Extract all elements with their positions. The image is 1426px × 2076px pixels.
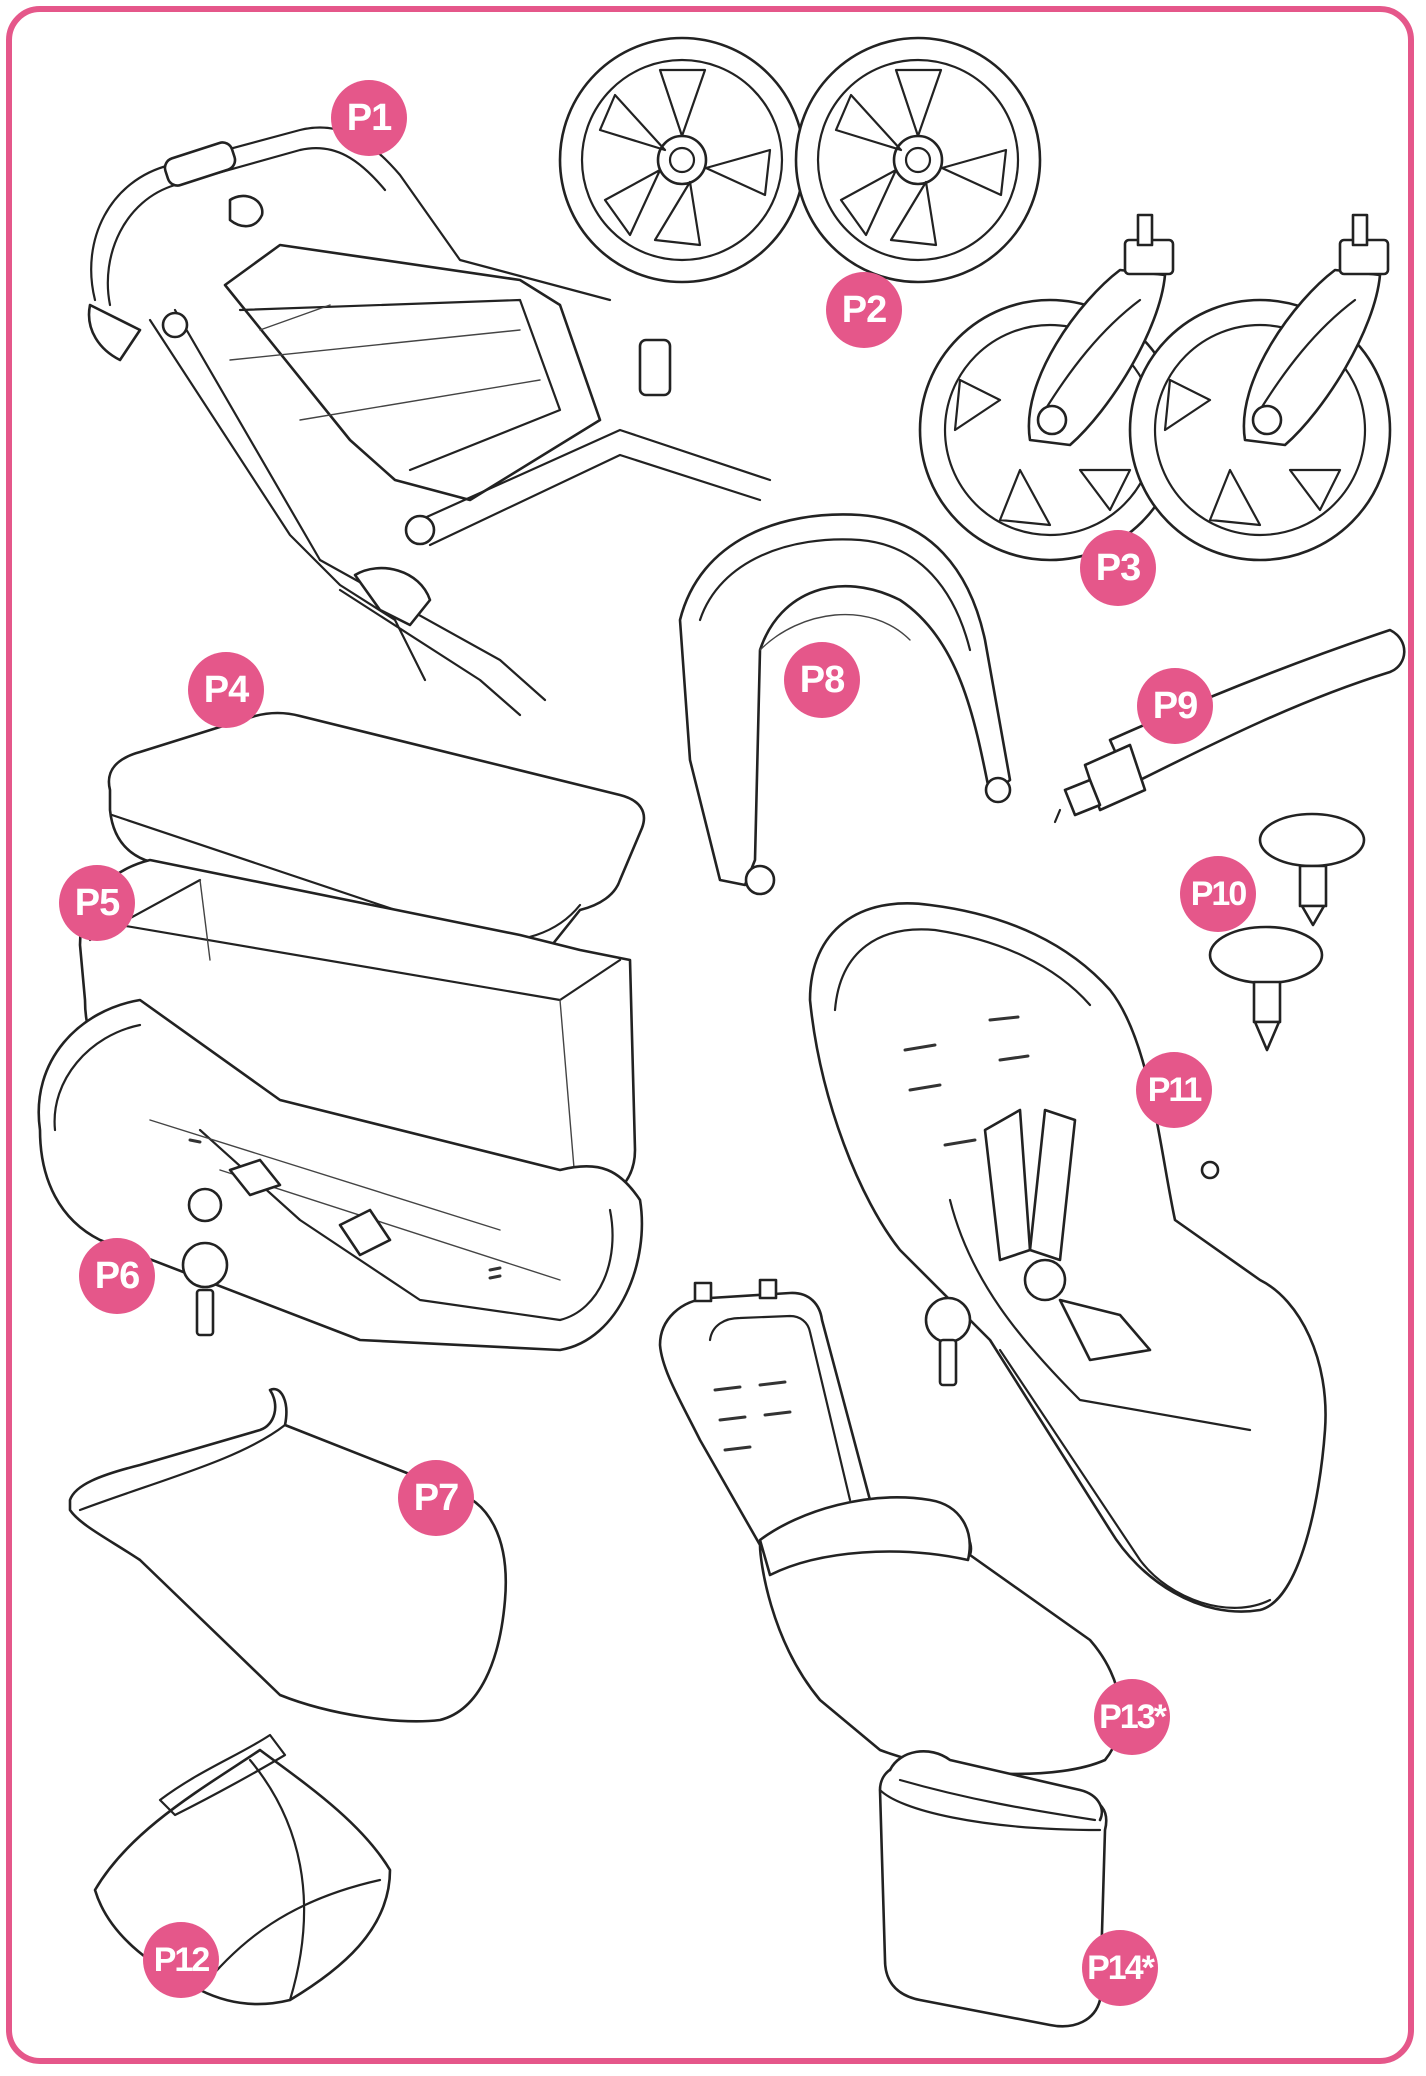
rear-wheels-icon bbox=[558, 36, 1042, 284]
part-label-p7: P7 bbox=[398, 1460, 474, 1536]
part-label-p10: P10 bbox=[1180, 856, 1256, 932]
stroller-chassis-icon bbox=[87, 126, 772, 717]
part-label-p9: P9 bbox=[1137, 668, 1213, 744]
part-label-p12: P12 bbox=[143, 1922, 219, 1998]
seat-adapters-icon bbox=[1208, 812, 1366, 1052]
part-label-p13: P13* bbox=[1094, 1679, 1170, 1755]
storage-bag-icon bbox=[93, 1733, 392, 2006]
canopy-hood-icon bbox=[678, 513, 1012, 896]
part-label-p14: P14* bbox=[1082, 1930, 1158, 2006]
bumper-bar-icon bbox=[1053, 628, 1406, 824]
part-label-p6: P6 bbox=[79, 1238, 155, 1314]
carrycot-frame-icon bbox=[37, 998, 644, 1352]
part-label-p3: P3 bbox=[1080, 530, 1156, 606]
part-label-p1: P1 bbox=[331, 80, 407, 156]
apron-cover-icon bbox=[68, 1387, 508, 1723]
front-swivel-wheels-icon bbox=[918, 213, 1392, 562]
part-label-p11: P11 bbox=[1136, 1052, 1212, 1128]
seat-liner-footmuff-icon bbox=[658, 1278, 1122, 1776]
part-label-p4: P4 bbox=[188, 652, 264, 728]
part-label-p5: P5 bbox=[59, 865, 135, 941]
part-label-p2: P2 bbox=[826, 272, 902, 348]
changing-bag-icon bbox=[878, 1750, 1108, 2028]
toddler-seat-icon bbox=[808, 902, 1327, 1613]
part-label-p8: P8 bbox=[784, 642, 860, 718]
